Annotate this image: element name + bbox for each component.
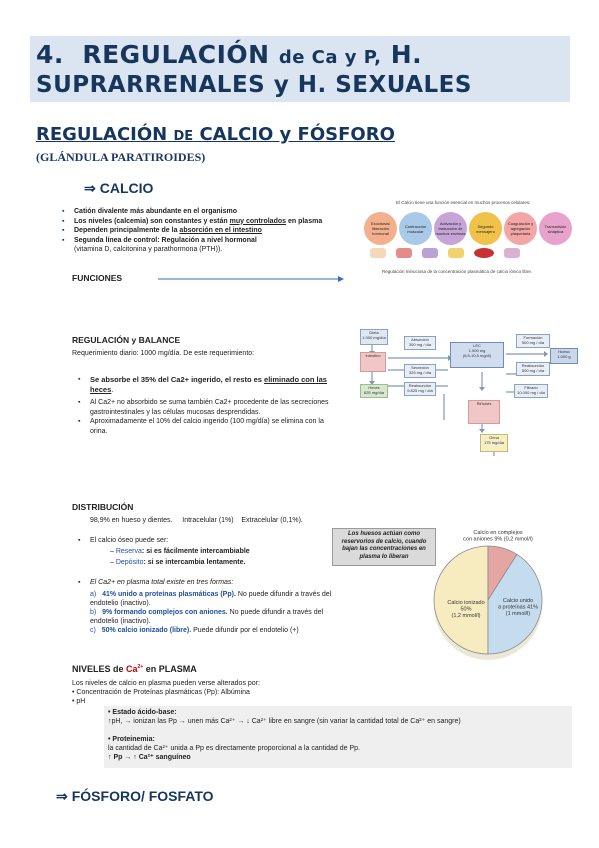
function-circle: Transmisión sináptica — [539, 212, 572, 245]
calcio-bullet-3: Dependen principalmente de la absorción … — [60, 226, 350, 236]
bone-box: Hueso 1.000 g — [550, 348, 578, 364]
plasma-form-b: b) 9% formando complejos con aniones. No… — [90, 609, 324, 625]
distribucion-bullet2: El Ca2+ en plasma total existe en tres f… — [76, 578, 346, 588]
niveles-info-box: • Estado ácido-base: ↑pH, → ionizan las … — [104, 706, 572, 768]
reabsorption-box: Reabsorción 500 mg / día — [516, 362, 550, 376]
regulacion-sub-bullets: Al Ca2+ no absorbido se suma también Ca2… — [76, 398, 338, 436]
distribucion-bullet1: El calcio óseo puede ser: — [76, 536, 326, 546]
calcio-bullet-2: Los niveles (calcemia) son constantes y … — [60, 217, 350, 227]
regulacion-sub-bullet: Aproximadamente el 10% del calcio ingeri… — [76, 417, 338, 436]
section-title: REGULACIÓN DE CALCIO y FÓSFORO — [36, 124, 395, 145]
regulacion-main-bullet: Se absorbe el 35% del Ca2+ ingerido, el … — [76, 375, 338, 395]
fig1-circles: Exocitosis/ liberación hormonal Contracc… — [364, 212, 576, 245]
title-band — [30, 36, 570, 102]
function-circle: Coagulación y agregación plaquetaria — [504, 212, 537, 245]
reserva-line: – Reserva: si es fácilmente intercambiab… — [110, 548, 250, 555]
distribucion-line: 98,9% en hueso y dientes. Intracelular (… — [90, 517, 303, 524]
proteinemia-line2: ↑ Pp → ↑ Ca²⁺ sanguíneo — [108, 754, 191, 761]
calcio-bullet-4: Segunda línea de control: Regulación a n… — [60, 236, 350, 255]
calcio-bullet-1: Catión divalente más abundante en el org… — [60, 207, 350, 217]
formation-box: Formación 500 mg / día — [516, 334, 550, 348]
calcium-functions-figure: El Calcio tiene una función esencial en … — [364, 200, 576, 298]
fig1-caption-bottom: Regulación minuciosa de la concentración… — [382, 269, 533, 274]
regulacion-sub-bullet: Al Ca2+ no absorbido se suma también Ca2… — [76, 398, 338, 417]
main-title-line2: SUPRARRENALES y H. SEXUALES — [36, 72, 472, 98]
plasma-form-a: a) 41% unido a proteínas plasmáticas (Pp… — [90, 591, 332, 607]
function-circle: Exocitosis/ liberación hormonal — [364, 212, 397, 245]
acid-base-line: ↑pH, → ionizan las Pp → unen más Ca²⁺ → … — [108, 718, 461, 725]
fosforo-heading: ⇒FÓSFORO/ FOSFATO — [56, 788, 214, 804]
calcium-balance-diagram: Dieta 1.000 mg/día Intestino Heces 825 m… — [356, 326, 580, 490]
lec-box: LEC 1.000 mg (8,5-10,5 mg/dl) — [450, 342, 504, 368]
plasma-forms-list: a) 41% unido a proteínas plasmáticas (Pp… — [90, 590, 350, 635]
muscle-illustration — [396, 248, 412, 258]
pie-slice — [433, 545, 489, 655]
cell-illustration — [370, 248, 386, 258]
secretion-box: Secreción 325 mg / día — [404, 364, 436, 378]
niveles-intro: Los niveles de calcio en plasma pueden v… — [72, 680, 260, 687]
regulacion-bullets: Se absorbe el 35% del Ca2+ ingerido, el … — [76, 375, 338, 395]
diet-box: Dieta 1.000 mg/día — [360, 329, 388, 345]
synapse-illustration — [504, 248, 520, 258]
regulacion-heading: REGULACIÓN y BALANCE — [72, 335, 181, 345]
acid-base-title: • Estado ácido-base: — [108, 709, 177, 716]
urine-box: Orina 175 mg/día — [480, 434, 508, 452]
function-circle: Segundo mensajero — [469, 212, 502, 245]
fig1-illustrations — [370, 248, 576, 258]
filtrate-box: Filtrado 10.000 mg / día — [514, 384, 548, 398]
funciones-label: FUNCIONES — [72, 273, 123, 283]
kidneys-box: Riñones — [468, 400, 500, 424]
feces-box: Heces 825 mg/día — [360, 384, 388, 398]
niveles-item2: • pH — [72, 698, 86, 705]
regulacion-intro: Requerimiento diario: 1000 mg/día. De es… — [72, 350, 255, 357]
reabsorption-net-box: Reabsorción 9.825 mg / día — [404, 382, 436, 396]
bone-reservoir-note: Los huesos actúan como reservorios de ca… — [332, 528, 436, 566]
messenger-illustration — [448, 248, 464, 258]
plasma-forms-bullet: El Ca2+ en plasma total existe en tres f… — [76, 578, 346, 588]
deposito-line: – Depósito: si se intercambia lentamente… — [110, 559, 246, 566]
funciones-arrow — [158, 276, 344, 282]
niveles-heading: NIVELES de Ca2+ en PLASMA — [72, 664, 197, 674]
platelet-illustration — [474, 248, 494, 258]
niveles-item1: • Concentración de Proteínas plasmáticas… — [72, 689, 250, 696]
section-subtitle: (GLÁNDULA PARATIROIDES) — [36, 150, 206, 164]
intestine-box: Intestino — [360, 352, 386, 372]
function-circle: Contracción muscular — [399, 212, 432, 245]
calcio-heading: ⇒CALCIO — [84, 180, 154, 196]
enzyme-illustration — [422, 248, 438, 258]
absorption-box: Absorción 300 mg / día — [404, 336, 436, 350]
proteinemia-title: • Proteinemia: — [108, 736, 155, 743]
distribucion-heading: DISTRIBUCIÓN — [72, 502, 134, 512]
fig1-caption-top: El Calcio tiene una función esencial en … — [396, 200, 531, 205]
proteinemia-line1: la cantidad de Ca²⁺ unida a Pp es direct… — [108, 745, 360, 752]
plasma-form-c: c) 50% calcio ionizado (libre). Puede di… — [90, 627, 299, 634]
main-title-line1: 4. REGULACIÓN de Ca y P, H. — [36, 40, 423, 69]
calcio-bullets: Catión divalente más abundante en el org… — [60, 207, 350, 255]
function-circle: Activación y traducción de muchos enzima… — [434, 212, 467, 245]
pie-slice — [487, 553, 543, 655]
calcio-oseo-bullet: El calcio óseo puede ser: — [76, 536, 326, 546]
